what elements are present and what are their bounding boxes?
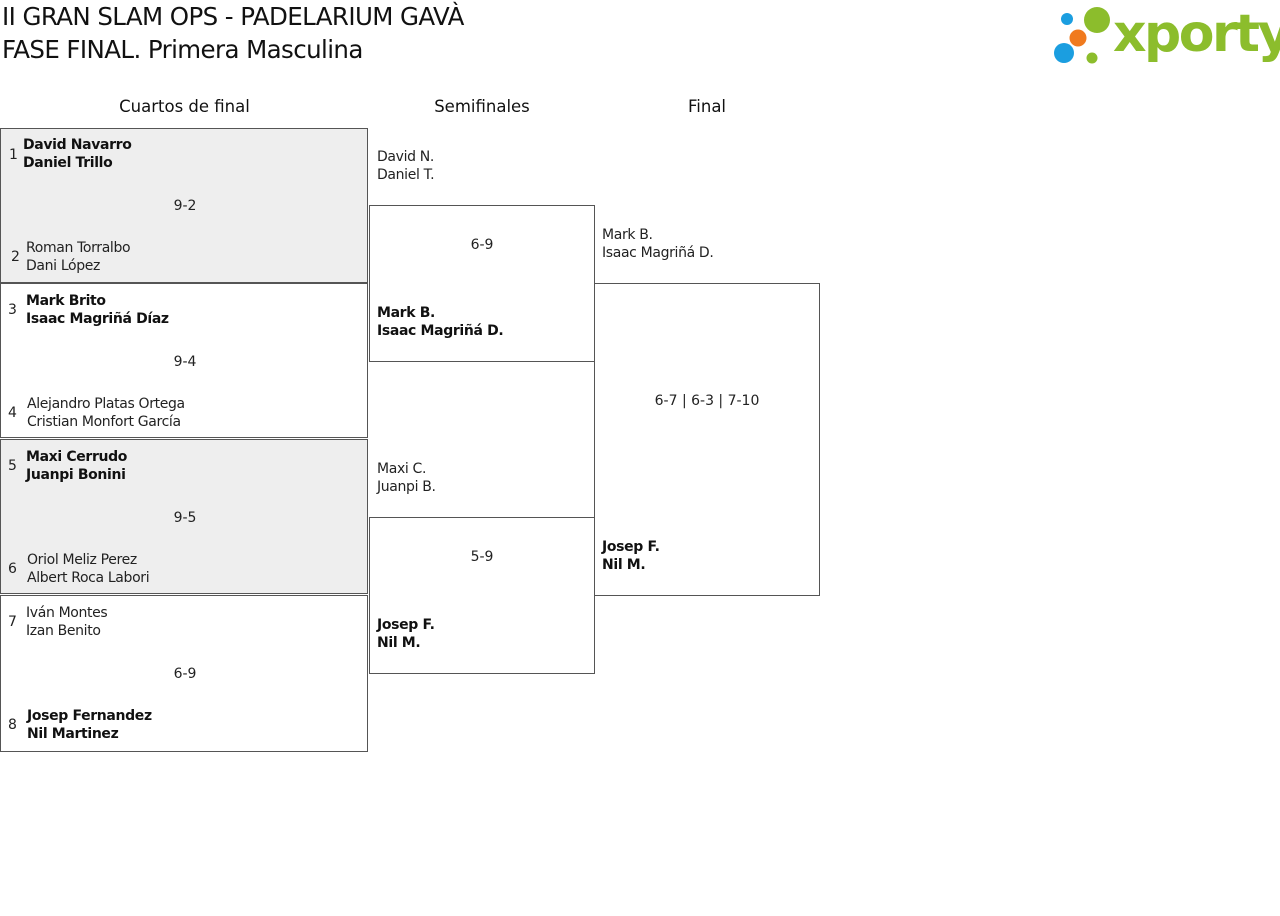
player-name: Josep Fernandez	[27, 708, 152, 724]
phase-title: FASE FINAL. Primera Masculina	[2, 35, 363, 64]
seed-number: 7	[8, 614, 17, 630]
player-name: Cristian Monfort García	[27, 414, 181, 430]
player-name: Josep F.	[602, 539, 660, 555]
team-winner: Josep Fernandez Nil Martinez	[27, 707, 152, 743]
player-name: Roman Torralbo	[26, 240, 131, 256]
player-name: Isaac Magriñá D.	[602, 245, 714, 261]
xporty-logo[interactable]: xporty	[1050, 2, 1280, 68]
seed-number: 6	[8, 561, 17, 577]
seed-number: 1	[9, 147, 18, 163]
player-name: Oriol Meliz Perez	[27, 552, 137, 568]
seed-number: 4	[8, 405, 17, 421]
player-name: Juanpi B.	[377, 479, 436, 495]
player-name: Mark B.	[602, 227, 653, 243]
match-score: 9-5	[173, 510, 197, 526]
seed-number: 5	[8, 458, 17, 474]
player-name: Daniel T.	[377, 167, 435, 183]
final-bottom-team: Josep F. Nil M.	[602, 538, 660, 574]
player-name: Mark B.	[377, 305, 436, 321]
player-name: Dani López	[26, 258, 101, 274]
final-match[interactable]: 6-7 | 6-3 | 7-10 Josep F. Nil M.	[594, 283, 820, 596]
player-name: Nil M.	[377, 635, 421, 651]
quarterfinal-match-4[interactable]: 7 Iván Montes Izan Benito 6-9 8 Josep Fe…	[0, 595, 368, 752]
semifinal-2-top-team[interactable]: Maxi C. Juanpi B.	[377, 460, 436, 496]
player-name: Maxi C.	[377, 461, 427, 477]
match-score: 5-9	[470, 549, 494, 565]
quarterfinal-match-1[interactable]: 1 David Navarro Daniel Trillo 9-2 2 Roma…	[0, 128, 368, 283]
quarterfinal-match-3[interactable]: 5 Maxi Cerrudo Juanpi Bonini 9-5 6 Oriol…	[0, 439, 368, 594]
player-name: Isaac Magriñá Díaz	[26, 311, 169, 327]
match-score: 6-9	[470, 237, 494, 253]
team-loser: Alejandro Platas Ortega Cristian Monfort…	[27, 395, 185, 431]
seed-number: 3	[8, 302, 17, 318]
team-winner: David Navarro Daniel Trillo	[23, 136, 132, 172]
player-name: David N.	[377, 149, 434, 165]
round-header-semifinals: Semifinales	[434, 97, 530, 116]
player-name: David Navarro	[23, 137, 132, 153]
seed-number: 8	[8, 717, 17, 733]
match-score: 6-9	[173, 666, 197, 682]
team-winner: Maxi Cerrudo Juanpi Bonini	[26, 448, 127, 484]
team-loser: Iván Montes Izan Benito	[26, 604, 108, 640]
match-score: 9-4	[173, 354, 197, 370]
player-name: Juanpi Bonini	[26, 467, 126, 483]
xporty-dots-logo-icon	[1054, 7, 1110, 64]
player-name: Nil Martinez	[27, 726, 119, 742]
semifinal-match-1[interactable]: 6-9 Mark B. Isaac Magriñá D.	[369, 205, 595, 362]
player-name: Izan Benito	[26, 623, 101, 639]
semifinal-match-2[interactable]: 5-9 Josep F. Nil M.	[369, 517, 595, 674]
player-name: Nil M.	[602, 557, 646, 573]
semifinal-1-top-team[interactable]: David N. Daniel T.	[377, 148, 435, 184]
player-name: Isaac Magriñá D.	[377, 323, 504, 339]
logo-wordmark: xporty	[1113, 4, 1280, 64]
semifinal-1-bottom-team: Mark B. Isaac Magriñá D.	[377, 304, 504, 340]
team-loser: Oriol Meliz Perez Albert Roca Labori	[27, 551, 150, 587]
match-score: 6-7 | 6-3 | 7-10	[654, 393, 760, 409]
team-winner: Mark Brito Isaac Magriñá Díaz	[26, 292, 169, 328]
player-name: Maxi Cerrudo	[26, 449, 128, 465]
match-score: 9-2	[173, 198, 197, 214]
player-name: Iván Montes	[26, 605, 108, 621]
player-name: Josep F.	[377, 617, 435, 633]
player-name: Daniel Trillo	[23, 155, 113, 171]
player-name: Mark Brito	[26, 293, 106, 309]
round-header-quarterfinals: Cuartos de final	[119, 97, 250, 116]
final-top-team[interactable]: Mark B. Isaac Magriñá D.	[602, 226, 714, 262]
quarterfinal-match-2[interactable]: 3 Mark Brito Isaac Magriñá Díaz 9-4 4 Al…	[0, 283, 368, 438]
tournament-title: II GRAN SLAM OPS - PADELARIUM GAVÀ	[2, 2, 464, 31]
player-name: Albert Roca Labori	[27, 570, 150, 586]
semifinal-2-bottom-team: Josep F. Nil M.	[377, 616, 435, 652]
team-loser: Roman Torralbo Dani López	[26, 239, 131, 275]
player-name: Alejandro Platas Ortega	[27, 396, 185, 412]
seed-number: 2	[11, 249, 20, 265]
round-header-final: Final	[687, 97, 727, 116]
